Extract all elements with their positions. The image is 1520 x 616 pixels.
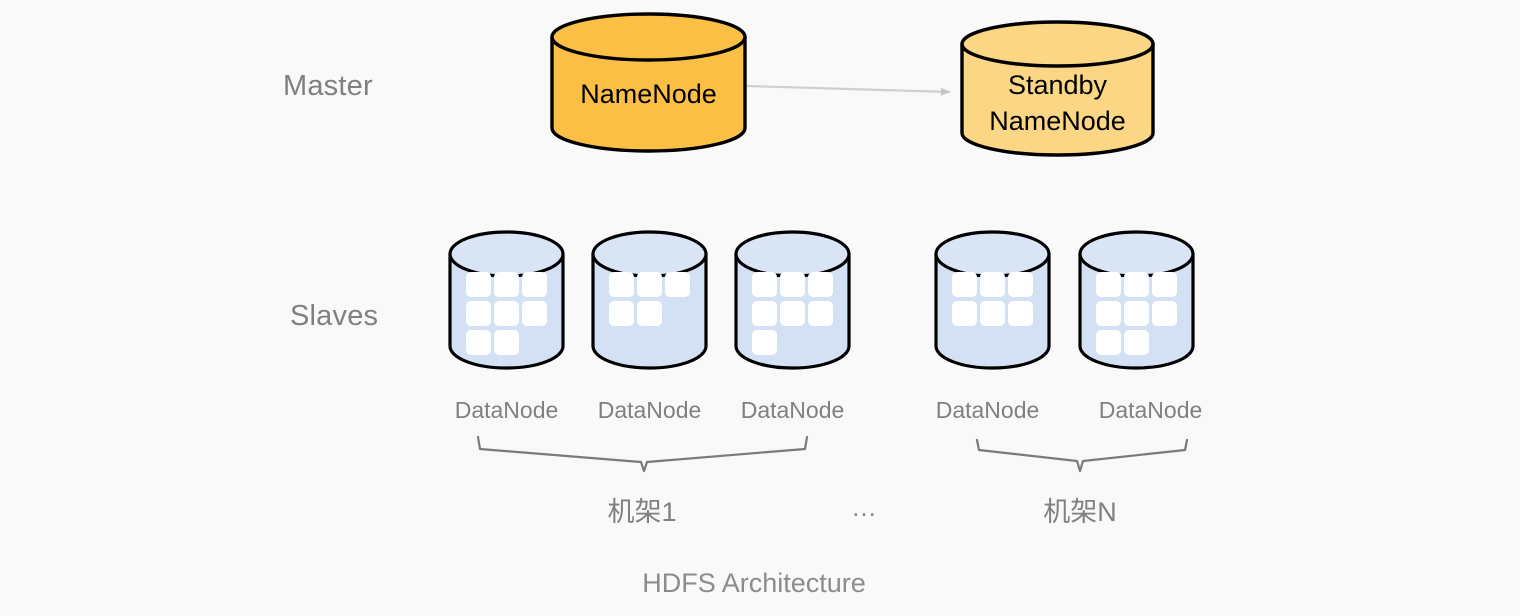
node-datanode-4[interactable] [934,230,1051,370]
datanode-3-blocks [752,272,833,355]
node-standby-namenode-label-line1: Standby [1008,70,1108,100]
node-standby-namenode-label-line2: NameNode [989,106,1126,136]
datanode-2-label: DataNode [597,397,702,423]
datanode-4-blocks [952,272,1033,326]
datanode-1-label: DataNode [454,397,559,423]
datanode-4-label: DataNode [935,397,1040,423]
node-namenode[interactable]: NameNode [550,12,747,153]
tier-label-slaves: Slaves [290,300,379,332]
node-datanode-1[interactable] [448,230,565,370]
node-namenode-label: NameNode [580,79,717,109]
diagram-title: HDFS Architecture [642,568,866,598]
datanode-5-label: DataNode [1098,397,1203,423]
rack-brace-rack-1 [476,435,809,473]
rack-brace-rack-n [975,438,1189,473]
rack-label-rack-1: 机架1 [607,497,677,527]
datanode-3-label: DataNode [740,397,845,423]
node-datanode-5[interactable] [1078,230,1195,370]
datanode-5-blocks [1096,272,1177,355]
datanode-2-blocks [609,272,690,326]
node-standby-namenode[interactable]: Standby NameNode [960,20,1155,157]
datanode-1-blocks [466,272,547,355]
node-datanode-3[interactable] [734,230,851,370]
connector-namenode-to-standby [746,84,951,96]
rack-ellipsis: … [851,492,877,522]
rack-label-rack-n: 机架N [1043,497,1117,527]
tier-label-master: Master [283,70,373,102]
node-datanode-2[interactable] [591,230,708,370]
